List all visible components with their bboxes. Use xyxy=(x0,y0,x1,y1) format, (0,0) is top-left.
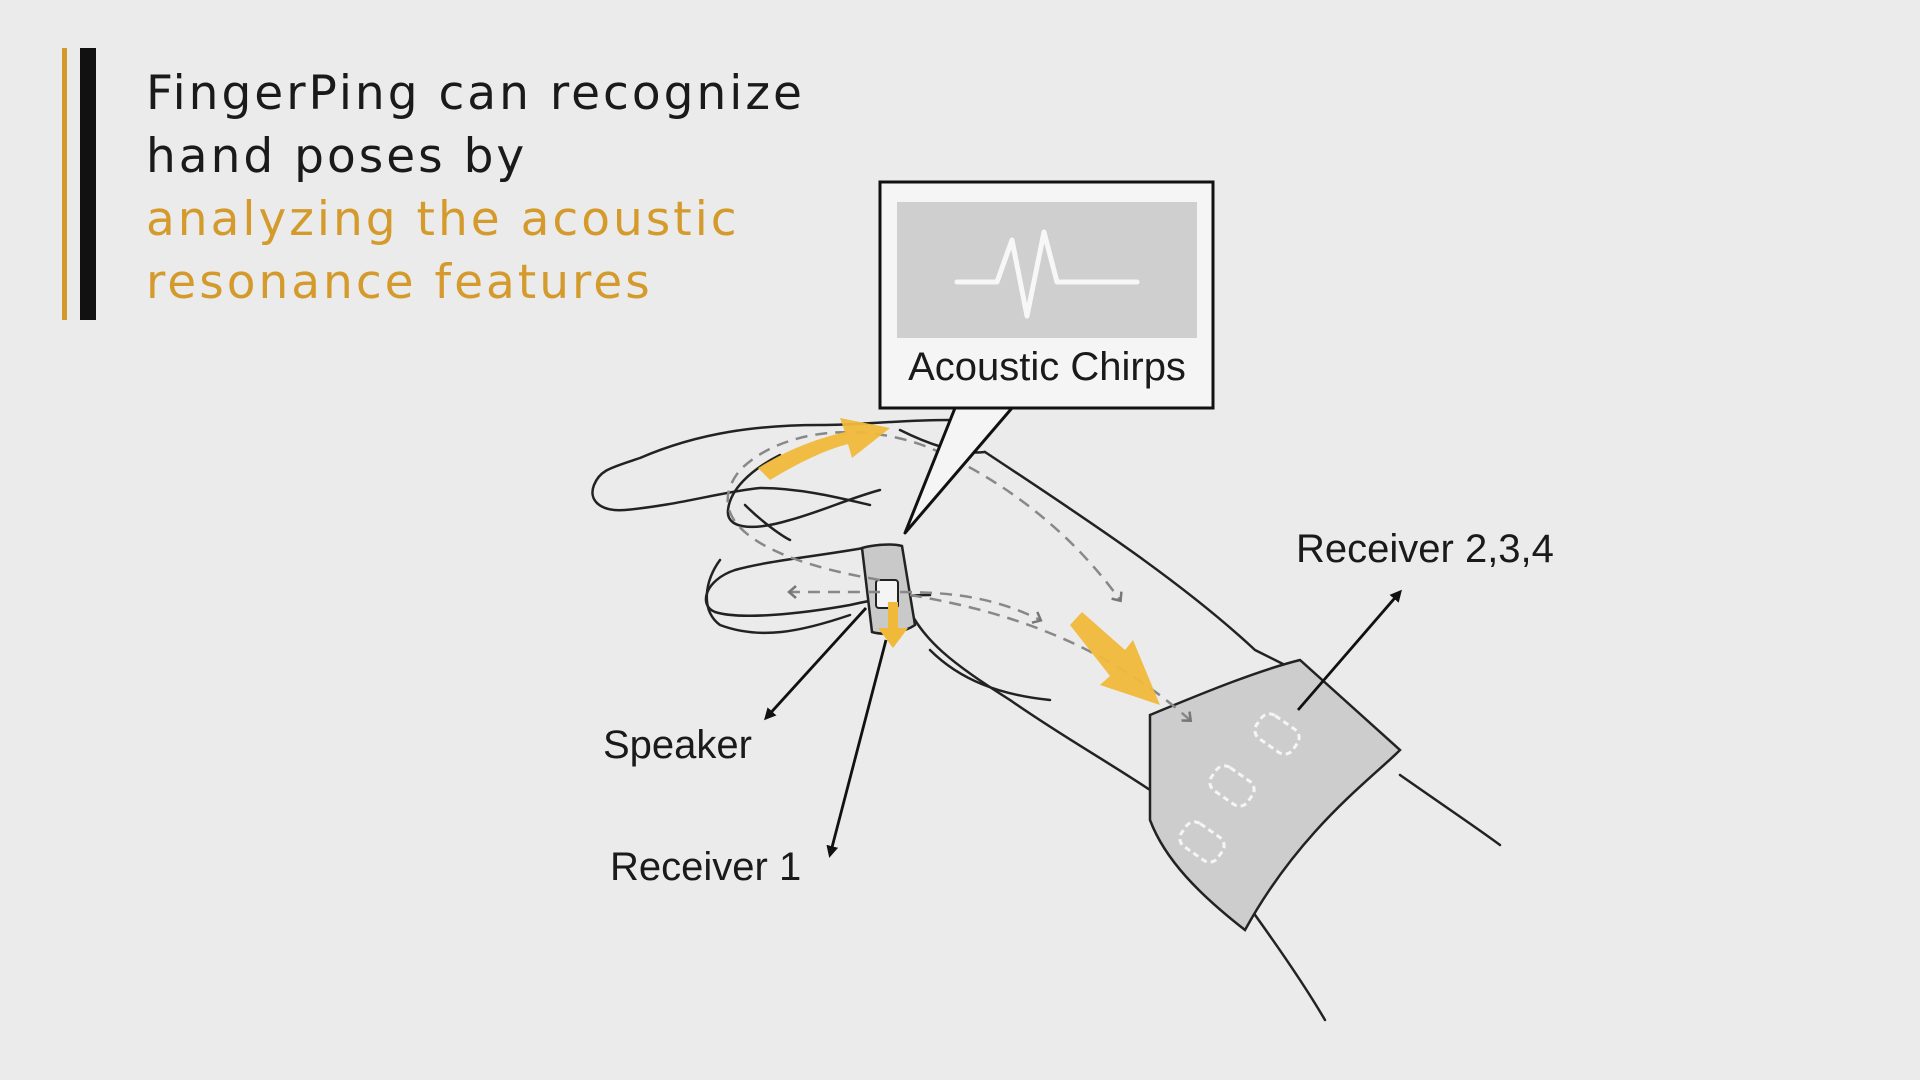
yellow-arrow-top xyxy=(758,418,890,480)
palm-lower xyxy=(903,598,1152,792)
label-arrows xyxy=(763,589,1402,858)
acoustic-paths xyxy=(726,430,1193,722)
band-receiver-4 xyxy=(1178,820,1226,864)
palm-curve xyxy=(705,558,852,635)
yellow-arrow-wrist xyxy=(1070,612,1160,705)
ring-device xyxy=(860,543,917,635)
band-receiver-2 xyxy=(1253,712,1301,756)
receiver234-label: Receiver 2,3,4 xyxy=(1296,527,1554,571)
headline-line-2: hand poses by xyxy=(146,129,528,184)
headline: FingerPing can recognize hand poses by a… xyxy=(146,62,906,314)
headline-line-1: FingerPing can recognize xyxy=(146,66,805,121)
acoustic-chirps-callout: Acoustic Chirps xyxy=(878,180,1215,535)
knuckle-line xyxy=(743,503,792,542)
thumb xyxy=(704,543,932,617)
wristband-device xyxy=(1148,658,1402,932)
receiver1-arrow xyxy=(826,639,888,858)
yellow-arrow-ring xyxy=(878,602,908,648)
callout-label: Acoustic Chirps xyxy=(908,345,1186,389)
ring-speaker xyxy=(875,579,899,609)
index-finger xyxy=(591,418,952,512)
callout-pointer xyxy=(903,407,1014,535)
forearm-upper-far xyxy=(1398,773,1502,847)
speaker-arrow xyxy=(763,607,868,721)
receiver1-label: Receiver 1 xyxy=(610,845,801,889)
black-bar xyxy=(80,48,96,320)
path-to-wrist xyxy=(899,590,1043,624)
middle-finger xyxy=(726,453,882,529)
waveform-icon xyxy=(954,229,1140,319)
headline-highlight-2: resonance features xyxy=(146,255,653,310)
chirp-arrows xyxy=(758,418,1160,705)
path-finger-loop xyxy=(726,430,1123,603)
callout-inner xyxy=(897,202,1197,338)
path-wrist-upper xyxy=(909,593,1193,722)
wrist-crease xyxy=(928,648,1052,702)
forearm-top xyxy=(983,450,1287,667)
accent-bar xyxy=(62,48,67,320)
band-receiver-3 xyxy=(1208,764,1256,808)
receiver234-arrow xyxy=(1296,589,1402,711)
headline-highlight-1: analyzing the acoustic xyxy=(146,192,740,247)
speaker-label: Speaker xyxy=(603,723,752,767)
